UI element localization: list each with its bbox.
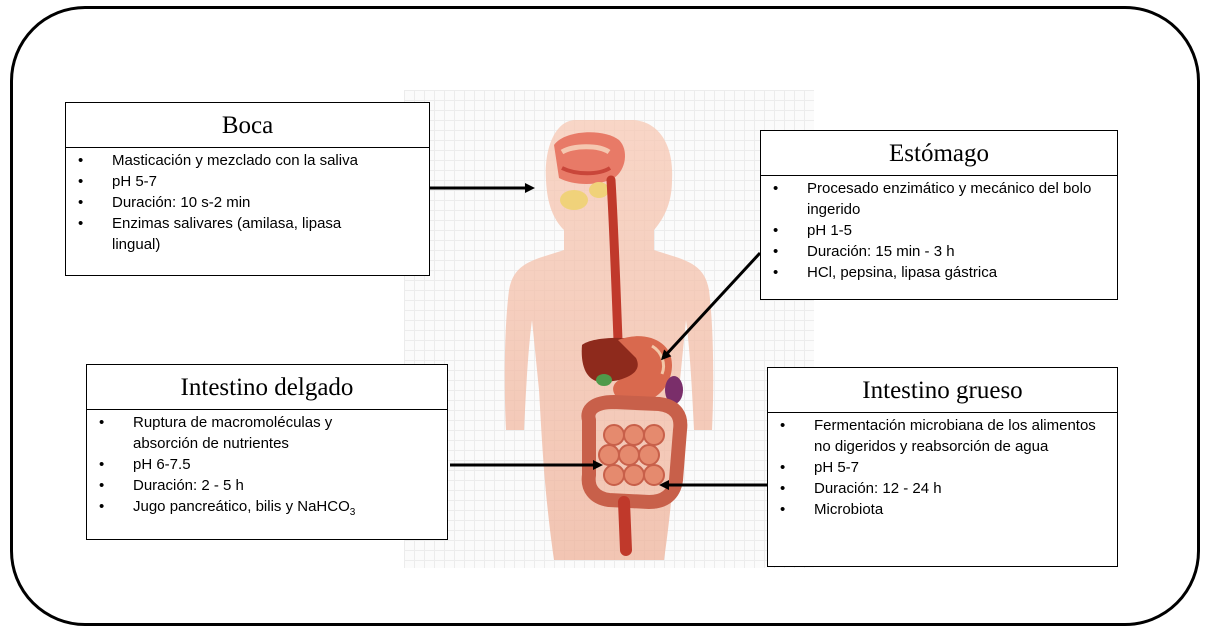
arrow-estomago (663, 253, 760, 358)
